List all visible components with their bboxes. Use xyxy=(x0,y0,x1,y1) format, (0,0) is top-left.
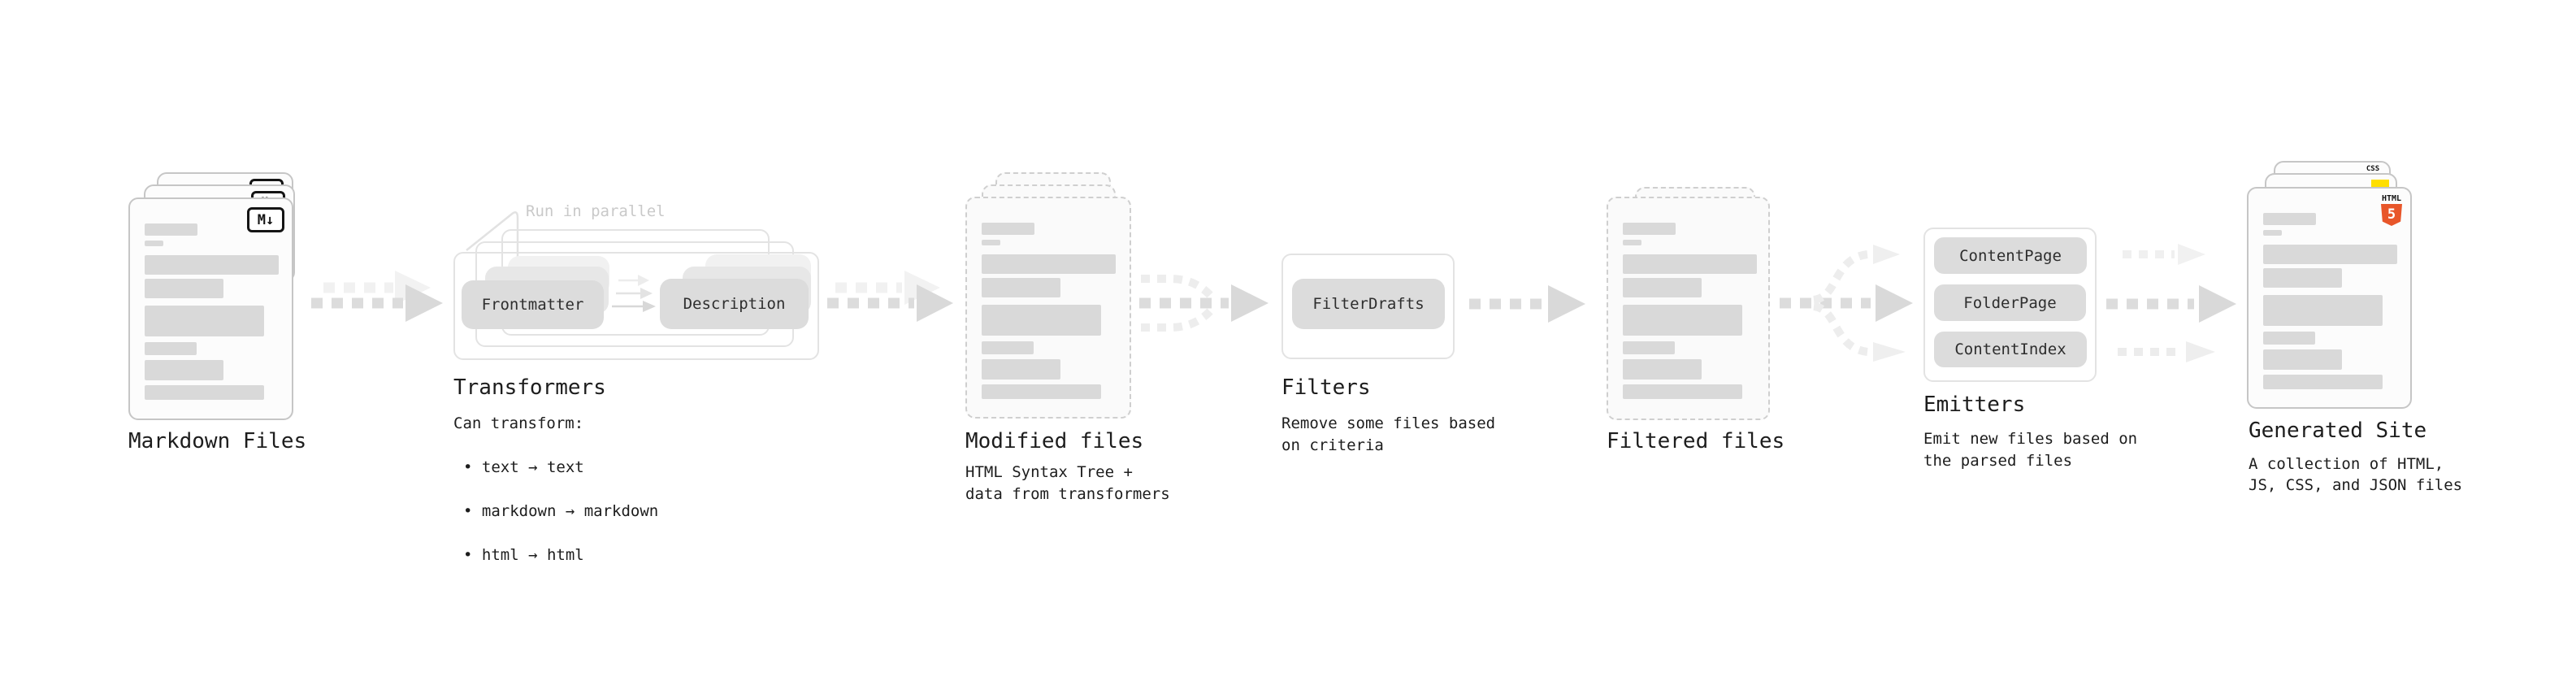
generated-site-line1: A collection of HTML, xyxy=(2249,455,2444,473)
doc-bar xyxy=(145,306,264,336)
document-content-placeholder xyxy=(1623,223,1757,399)
doc-bar xyxy=(1623,359,1702,380)
modified-file-card-front xyxy=(965,197,1131,419)
run-in-parallel-note: Run in parallel xyxy=(526,202,666,220)
markdown-file-card-front: M↓ xyxy=(128,197,293,420)
doc-bar xyxy=(2263,213,2316,225)
doc-bar xyxy=(982,341,1034,354)
folderpage-pill: FolderPage xyxy=(1934,284,2086,321)
transformers-heading: Transformers xyxy=(453,375,606,400)
doc-bar xyxy=(1623,305,1742,336)
html5-icon-shield: 5 xyxy=(2381,204,2402,226)
arrow-filters-to-filtered-icon xyxy=(1469,285,1585,323)
document-content-placeholder xyxy=(982,223,1116,399)
contentindex-pill: ContentIndex xyxy=(1934,332,2087,367)
doc-bar xyxy=(1623,223,1676,235)
doc-bar xyxy=(982,278,1060,297)
doc-bar xyxy=(145,241,163,246)
doc-bar xyxy=(2263,268,2342,288)
html5-icon-word: HTML xyxy=(2381,194,2402,203)
transformer-bullet: • text → text xyxy=(463,458,584,476)
doc-bar xyxy=(1623,278,1702,297)
doc-bar xyxy=(145,279,223,298)
emitters-heading: Emitters xyxy=(1923,393,2026,417)
doc-bar xyxy=(145,255,279,275)
filters-box xyxy=(1281,254,1455,359)
emitters-line1: Emit new files based on xyxy=(1923,430,2138,448)
arrow-transformers-to-modified-icon xyxy=(827,271,953,322)
generated-file-card-html: HTML 5 xyxy=(2247,187,2412,409)
transformer-bullet: • markdown → markdown xyxy=(463,502,659,520)
doc-bar xyxy=(982,384,1101,399)
filterdrafts-pill: FilterDrafts xyxy=(1292,279,1445,329)
document-content-placeholder xyxy=(2263,213,2397,389)
document-content-placeholder xyxy=(145,223,279,400)
doc-bar xyxy=(982,240,1000,245)
doc-bar xyxy=(2263,230,2282,236)
doc-bar xyxy=(145,342,197,355)
modified-files-description: HTML Syntax Tree + data from transformers xyxy=(965,462,1170,505)
frontmatter-pill: Frontmatter xyxy=(462,280,604,329)
filters-heading: Filters xyxy=(1281,375,1371,400)
doc-bar xyxy=(982,359,1060,380)
doc-bar xyxy=(1623,341,1675,354)
arrow-modified-to-filters-icon xyxy=(1139,275,1268,332)
doc-bar xyxy=(2263,375,2383,389)
doc-bar xyxy=(145,385,264,400)
doc-bar xyxy=(2263,245,2397,264)
doc-bar xyxy=(2263,295,2383,326)
modified-files-heading: Modified files xyxy=(965,429,1144,453)
doc-bar xyxy=(1623,384,1742,399)
generated-site-line2: JS, CSS, and JSON files xyxy=(2249,476,2463,494)
filtered-files-heading: Filtered files xyxy=(1607,429,1785,453)
markdown-files-heading: Markdown Files xyxy=(128,429,307,453)
doc-bar xyxy=(2263,332,2315,345)
arrow-filtered-to-emitters-icon xyxy=(1780,245,1913,362)
doc-bar xyxy=(982,305,1101,336)
modified-files-line1: HTML Syntax Tree + xyxy=(965,463,1133,481)
transformer-bullet: • html → html xyxy=(463,546,584,564)
javascript-file-icon xyxy=(2371,180,2389,188)
emitters-line2: the parsed files xyxy=(1923,452,2073,470)
filters-line1: Remove some files based xyxy=(1281,414,1496,432)
doc-bar xyxy=(145,360,223,380)
doc-bar xyxy=(982,254,1116,274)
arrow-emitters-to-generated-icon xyxy=(2106,244,2236,362)
transformers-box-outer xyxy=(453,252,819,360)
doc-bar xyxy=(1623,254,1757,274)
emitters-description: Emit new files based on the parsed files xyxy=(1923,428,2137,472)
doc-bar xyxy=(145,223,197,236)
generated-site-heading: Generated Site xyxy=(2249,419,2427,443)
css-icon-label: CSS xyxy=(2366,165,2380,173)
emitters-box xyxy=(1923,228,2097,382)
transformers-description: Can transform: • text → text • markdown … xyxy=(453,413,658,566)
doc-bar xyxy=(2263,349,2342,370)
modified-files-line2: data from transformers xyxy=(965,485,1170,503)
filters-description: Remove some files based on criteria xyxy=(1281,413,1495,457)
contentpage-pill: ContentPage xyxy=(1934,237,2087,274)
doc-bar xyxy=(1623,240,1641,245)
filters-line2: on criteria xyxy=(1281,436,1384,454)
transformers-body-title: Can transform: xyxy=(453,414,584,432)
arrow-markdown-to-transformers-icon xyxy=(311,271,443,322)
filtered-file-card-front xyxy=(1607,197,1770,420)
generated-site-description: A collection of HTML, JS, CSS, and JSON f… xyxy=(2249,453,2462,496)
html5-file-icon: HTML 5 xyxy=(2381,195,2402,226)
doc-bar xyxy=(982,223,1034,235)
markdown-icon: M↓ xyxy=(247,207,284,232)
html5-icon-number: 5 xyxy=(2387,206,2396,223)
description-pill: Description xyxy=(660,279,809,329)
